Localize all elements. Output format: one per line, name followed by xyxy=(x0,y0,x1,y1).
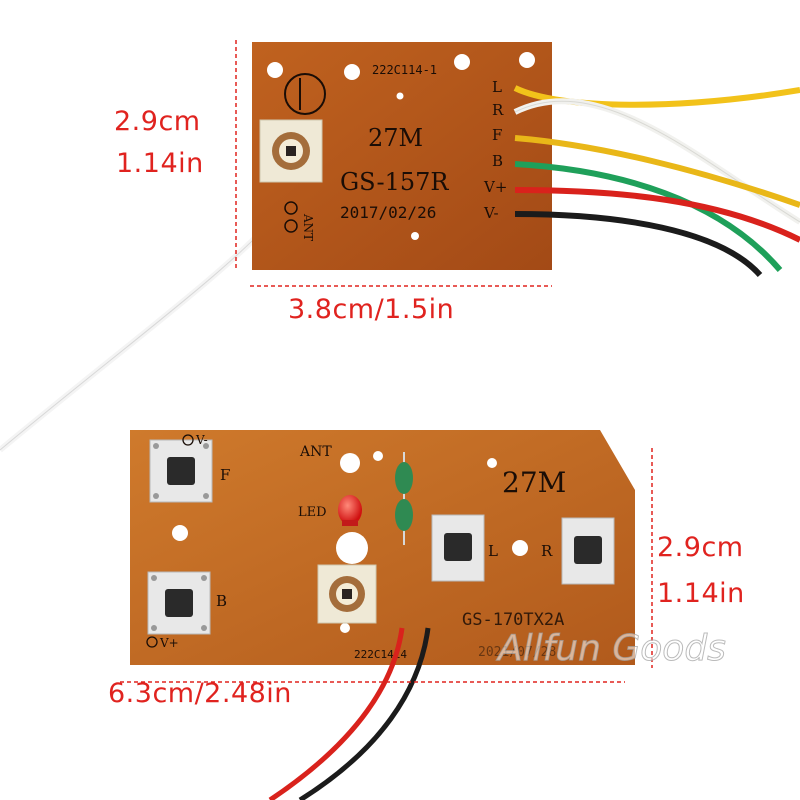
receiver-height-cm-label: 2.9cm xyxy=(114,106,201,137)
watermark: Allfun Goods xyxy=(496,628,726,669)
left-button-component xyxy=(431,514,485,582)
transmitter-board: 27M GS-170TX2A 222C1414 2021/07/28 ANT L… xyxy=(130,430,635,800)
receiver-date: 2017/02/26 xyxy=(340,203,436,222)
pin-label-f: F xyxy=(492,126,502,144)
pin-label-vplus: V+ xyxy=(483,178,507,196)
receiver-wires xyxy=(513,85,800,277)
transmitter-height-cm-label: 2.9cm xyxy=(657,532,744,563)
transmitter-power-wires xyxy=(268,627,431,800)
receiver-height-in-label: 1.14in xyxy=(116,148,204,179)
power-label-vplus: V+ xyxy=(159,636,179,650)
transmitter-pcb xyxy=(130,430,635,665)
transmitter-model: GS-170TX2A xyxy=(462,610,564,630)
transmitter-tuning-coil xyxy=(317,564,377,624)
receiver-antenna-wire xyxy=(0,210,283,453)
receiver-tuning-coil xyxy=(259,119,323,183)
back-button-component xyxy=(147,571,211,635)
power-label-vminus: V- xyxy=(195,433,208,447)
receiver-model: GS-157R xyxy=(340,168,449,196)
transmitter-width-label: 6.3cm/2.48in xyxy=(108,678,292,709)
transmitter-antenna-label: ANT xyxy=(299,444,332,460)
button-label-f: F xyxy=(220,466,230,484)
button-label-b: B xyxy=(216,592,227,610)
receiver-frequency: 27M xyxy=(368,124,423,152)
transmitter-date: 2021/07/28 xyxy=(478,645,556,660)
led-label: LED xyxy=(298,505,327,520)
receiver-width-label: 3.8cm/1.5in xyxy=(288,294,455,325)
inductor-component xyxy=(395,452,413,545)
pin-label-b: B xyxy=(492,152,503,170)
receiver-pin-labels: L R F B V+ V- xyxy=(483,78,507,222)
receiver-part-code: 222C114-1 xyxy=(372,63,437,77)
right-button-component xyxy=(561,517,615,585)
button-label-l: L xyxy=(488,542,498,560)
transmitter-frequency: 27M xyxy=(502,466,566,499)
pin-label-vminus: V- xyxy=(483,204,499,222)
transmitter-height-in-label: 1.14in xyxy=(657,578,745,609)
pin-label-l: L xyxy=(492,78,502,96)
forward-button-component xyxy=(149,439,213,503)
button-label-r: R xyxy=(541,542,553,560)
led-component xyxy=(338,495,362,526)
pin-label-r: R xyxy=(492,101,504,119)
receiver-antenna-label: ANT xyxy=(301,213,315,241)
receiver-board: 222C114-1 27M GS-157R 2017/02/26 ANT L R… xyxy=(0,42,800,453)
